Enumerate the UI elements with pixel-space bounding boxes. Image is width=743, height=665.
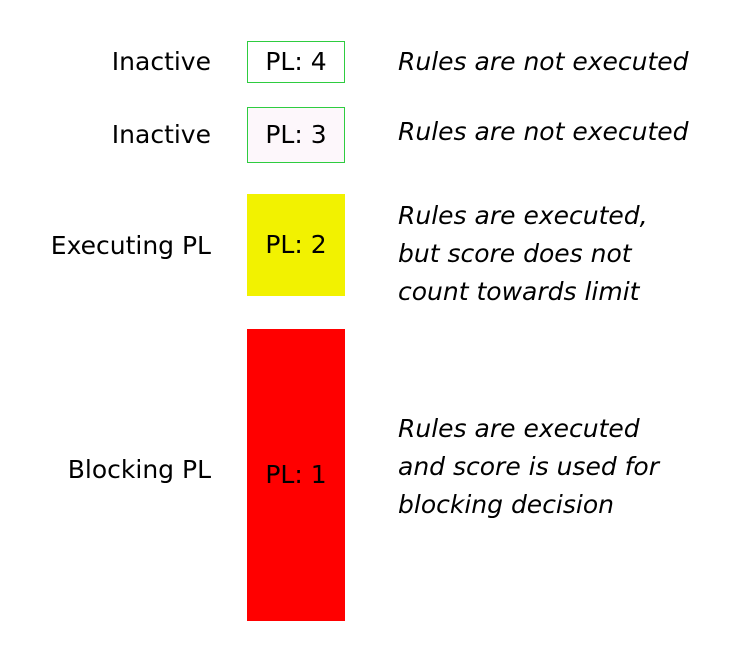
description-line: and score is used for: [398, 452, 660, 481]
description-line: Rules are executed: [398, 414, 640, 443]
pl-box-1: PL: 1: [247, 329, 345, 621]
pl-box-2: PL: 2: [247, 194, 345, 296]
pl-box-4: PL: 4: [247, 41, 345, 83]
description-pl2: Rules are executed, but score does not c…: [398, 197, 648, 311]
description-pl4: Rules are not executed: [398, 47, 689, 77]
description-line: Rules are not executed: [398, 117, 689, 146]
description-line: blocking decision: [398, 490, 614, 519]
description-line: count towards limit: [398, 277, 640, 306]
description-line: Rules are not executed: [398, 47, 689, 76]
description-line: but score does not: [398, 239, 632, 268]
pl-box-4-label: PL: 4: [265, 47, 327, 76]
description-pl3: Rules are not executed: [398, 117, 689, 147]
pl-box-3-label: PL: 3: [265, 120, 327, 149]
pl-box-2-label: PL: 2: [265, 230, 327, 259]
description-pl1: Rules are executed and score is used for…: [398, 410, 659, 524]
pl-box-1-label: PL: 1: [265, 460, 327, 489]
pl-box-3: PL: 3: [247, 107, 345, 163]
description-line: Rules are executed,: [398, 201, 648, 230]
status-label-pl3: Inactive: [111, 120, 211, 149]
status-label-pl1: Blocking PL: [67, 455, 211, 484]
status-label-pl4: Inactive: [111, 47, 211, 76]
status-label-pl2: Executing PL: [50, 231, 211, 260]
